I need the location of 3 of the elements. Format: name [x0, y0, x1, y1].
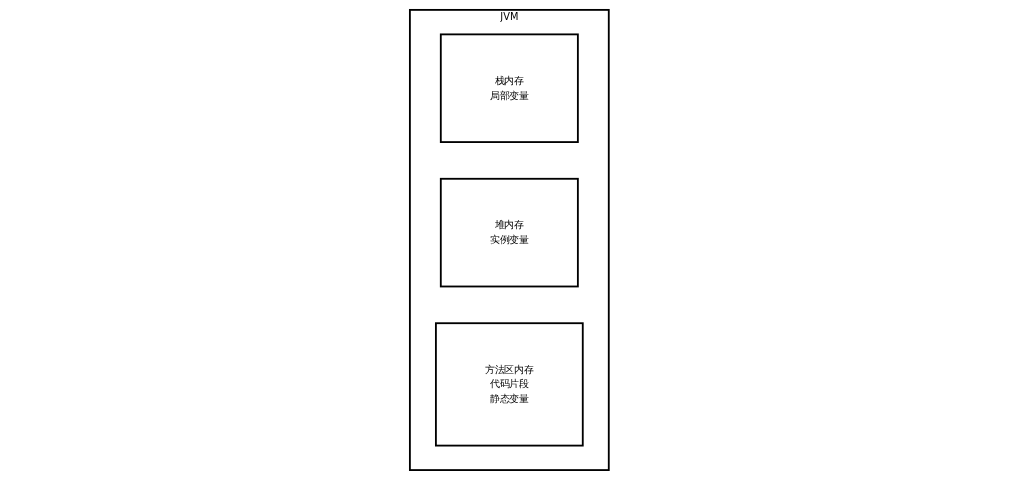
node-box: 堆内存 实例变量: [440, 177, 579, 288]
node-box: 栈内存 局部变量: [440, 33, 579, 143]
node-box: 方法区内存 代码片段 静态变量: [435, 322, 584, 447]
